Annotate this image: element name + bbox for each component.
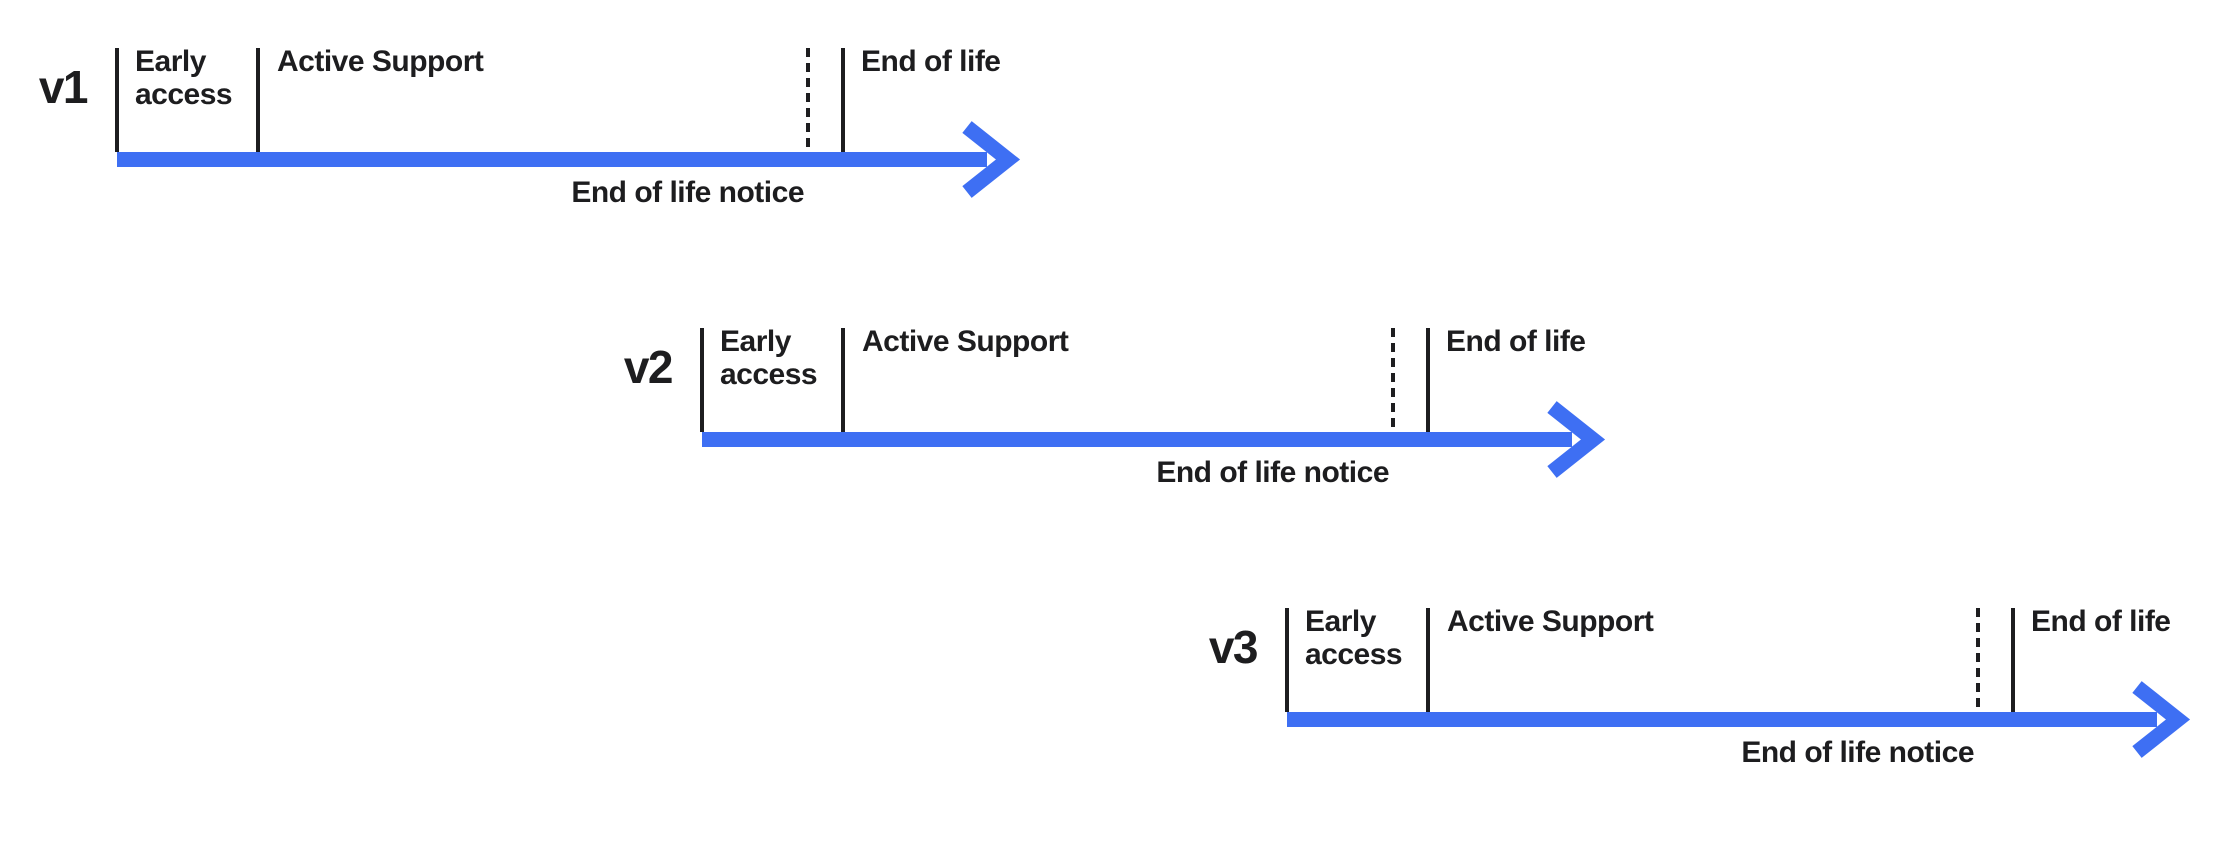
timeline-v2: v2 Early access Active Support End of li… (624, 325, 1652, 578)
end-of-life-notice-label: End of life notice (1741, 736, 1974, 769)
early-access-label: Early access (1305, 605, 1403, 671)
timeline-arrow (117, 121, 1021, 198)
timeline-arrow (702, 401, 1606, 478)
active-support-start-tick (841, 328, 845, 432)
end-of-life-tick (841, 48, 845, 152)
active-support-start-tick (256, 48, 260, 152)
end-of-life-notice-label: End of life notice (1156, 456, 1389, 489)
end-of-life-label: End of life (1446, 325, 1586, 358)
early-access-start-tick (1285, 608, 1289, 712)
eol-notice-dashed-line (1391, 328, 1395, 432)
early-access-label: Early access (720, 325, 818, 391)
early-access-start-tick (700, 328, 704, 432)
timeline-v1: v1 Early access Active Support End of li… (39, 45, 1067, 298)
version-label: v3 (1208, 621, 1259, 673)
early-access-start-tick (115, 48, 119, 152)
early-access-label: Early access (135, 45, 233, 111)
end-of-life-notice-label: End of life notice (571, 176, 804, 209)
active-support-label: Active Support (277, 45, 484, 78)
eol-notice-dashed-line (1976, 608, 1980, 712)
eol-notice-dashed-line (806, 48, 810, 152)
active-support-start-tick (1426, 608, 1430, 712)
timeline-v3: v3 Early access Active Support End of li… (1209, 605, 2228, 858)
end-of-life-label: End of life (2031, 605, 2171, 638)
lifecycle-diagram: v1 Early access Active Support End of li… (39, 45, 2191, 769)
end-of-life-label: End of life (861, 45, 1001, 78)
version-label: v2 (623, 341, 674, 393)
timeline-arrow (1287, 681, 2191, 758)
version-label: v1 (38, 61, 89, 113)
active-support-label: Active Support (1447, 605, 1654, 638)
end-of-life-tick (1426, 328, 1430, 432)
active-support-label: Active Support (862, 325, 1069, 358)
end-of-life-tick (2011, 608, 2015, 712)
